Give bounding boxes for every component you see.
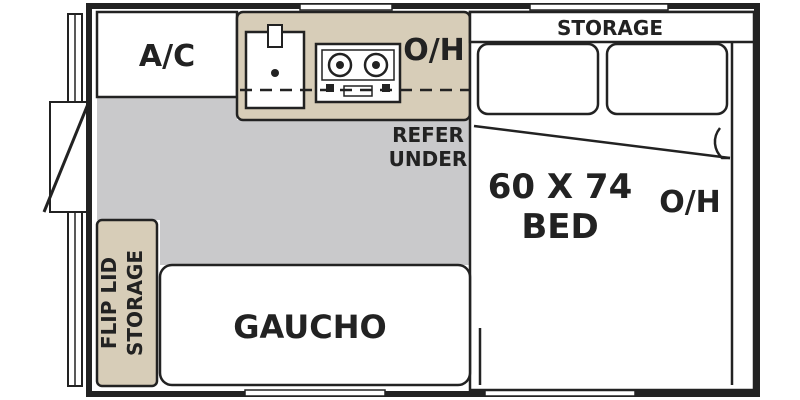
ac-unit [95, 10, 239, 99]
top-windows [299, 3, 669, 11]
bed-pillow-left [476, 42, 600, 116]
sink [244, 24, 306, 110]
flip-lid-label-line1: FLIP LID [97, 257, 121, 349]
ac-label: A/C [139, 39, 195, 74]
galley-overhead-label: O/H [403, 33, 465, 68]
flip-lid-label-line2: STORAGE [123, 250, 147, 356]
gaucho-label: GAUCHO [233, 308, 387, 346]
bed-label: BED [521, 207, 598, 247]
stove [314, 42, 402, 104]
bed-size-label: 60 X 74 [488, 167, 633, 207]
floor-area [97, 97, 470, 265]
refer-label-line1: REFER [392, 123, 464, 147]
entry-door [42, 101, 91, 213]
bed-sheet-fold [473, 124, 731, 160]
storage-top-label: STORAGE [557, 16, 663, 40]
bed-overhead-label: O/H [659, 185, 721, 220]
flip-lid-storage [95, 218, 159, 388]
refer-label-line2: UNDER [389, 147, 468, 171]
bed-pillow-right [605, 42, 729, 116]
top-storage [468, 10, 756, 44]
gaucho-seat [158, 263, 472, 387]
